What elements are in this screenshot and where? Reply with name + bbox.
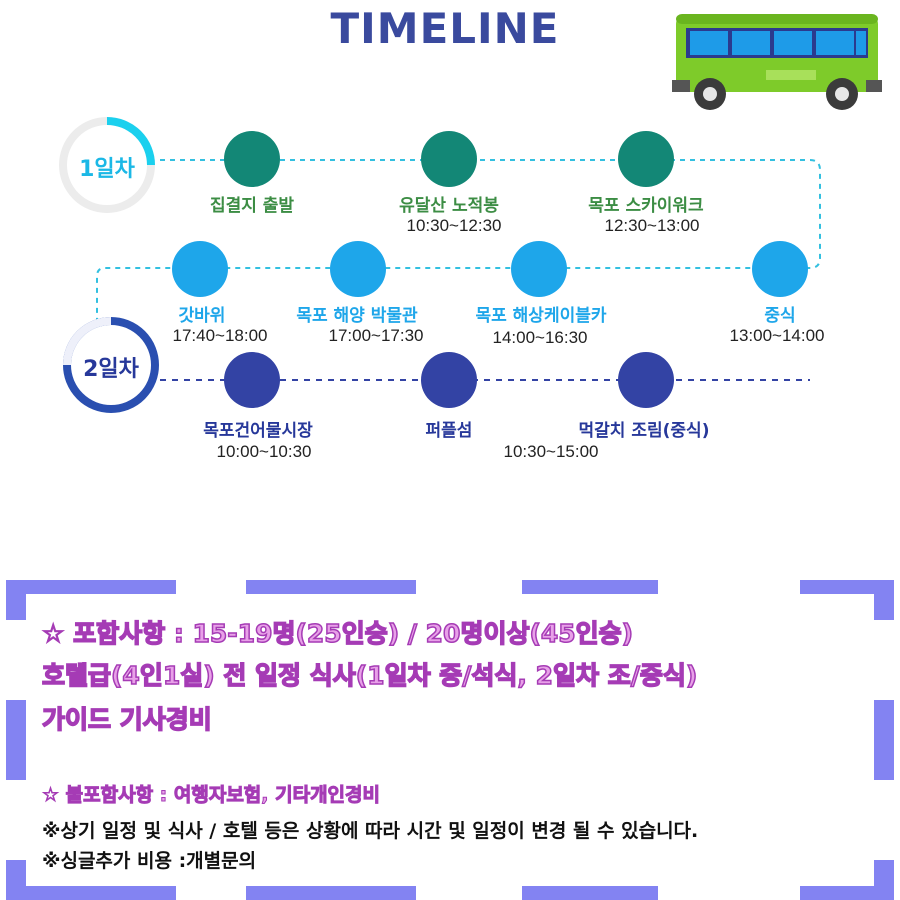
stop-time: 10:30~15:00 (503, 442, 599, 461)
included-line-3: 가이드 기사경비 (41, 704, 212, 735)
stop-dot (752, 241, 808, 297)
day2-label: 2일차 (83, 357, 139, 382)
stop-dot (224, 131, 280, 187)
stop-dot (224, 352, 280, 408)
notice-line-1: ※상기 일정 및 식사 / 호텔 등은 상황에 따라 시간 및 일정이 변경 될… (42, 820, 699, 842)
stop-name: 목포건어물시장 (203, 421, 313, 441)
stop-dot (172, 241, 228, 297)
stop-time: 13:00~14:00 (729, 326, 825, 345)
stop-name: 유달산 노적봉 (399, 196, 499, 216)
stop-name: 중식 (764, 306, 796, 326)
included-line-1: ☆ 포함사항 : 15-19명(25인승) / 20명이상(45인승) (41, 618, 634, 649)
stop-dot (421, 131, 477, 187)
stop-time: 17:00~17:30 (328, 326, 424, 345)
stop-time: 12:30~13:00 (604, 216, 700, 235)
included-line-2: 호텔급(4인1실) 전 일정 식사(1일차 중/석식, 2일차 조/중식) (41, 660, 698, 691)
stop-time: 17:40~18:00 (172, 326, 268, 345)
stop-name: 목포 스카이워크 (588, 196, 704, 216)
bus-icon (672, 14, 882, 110)
stop-name: 퍼플섬 (425, 421, 473, 441)
stop-dot (511, 241, 567, 297)
stop-time: 10:00~10:30 (216, 442, 312, 461)
stop-time: 10:30~12:30 (406, 216, 502, 235)
notice-line-2: ※싱글추가 비용 :개별문의 (42, 850, 257, 872)
stop-dot (421, 352, 477, 408)
stop-dot (618, 131, 674, 187)
stop-name: 목포 해양 박물관 (296, 306, 418, 326)
day2-ring (63, 317, 159, 413)
stop-name: 갓바위 (178, 306, 226, 326)
stop-name: 목포 해상케이블카 (475, 306, 607, 326)
stop-name: 집결지 출발 (209, 196, 295, 216)
excluded-line: ☆ 불포함사항 : 여행자보험, 기타개인경비 (42, 784, 381, 807)
stop-dot (330, 241, 386, 297)
day1-ring (59, 117, 155, 213)
stop-dot (618, 352, 674, 408)
stop-time: 14:00~16:30 (492, 328, 588, 347)
stop-name: 먹갈치 조림(중식) (578, 421, 710, 441)
page-title: TIMELINE (330, 4, 560, 53)
day1-label: 1일차 (79, 157, 135, 182)
